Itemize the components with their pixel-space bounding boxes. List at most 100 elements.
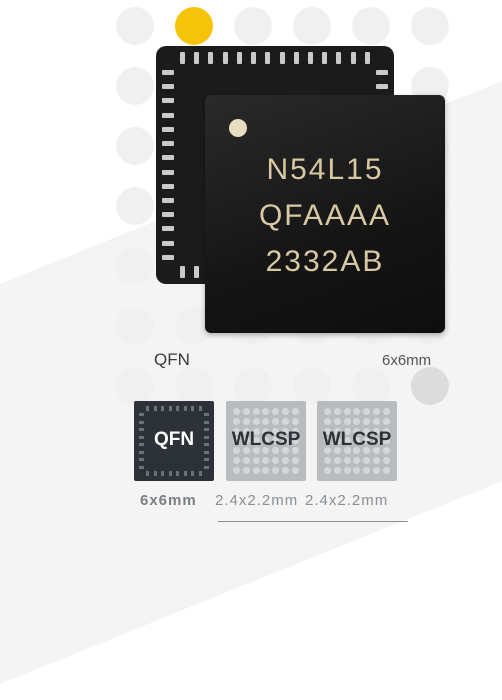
solder-ball [343,418,351,426]
chip-pin [162,254,174,260]
solder-ball [262,427,270,435]
chip-pin [162,126,174,132]
solder-ball [343,408,351,416]
chip-pin [180,266,185,278]
solder-ball [363,418,371,426]
chip-pin [162,226,174,232]
chip-pin [162,155,174,161]
package-tile-qfn[interactable]: QFN [134,401,214,481]
background-dot [116,127,154,165]
solder-ball [262,447,270,455]
solder-ball [363,408,371,416]
chip-pin [222,52,228,64]
chip-pin [208,52,214,64]
background-dot [116,307,154,345]
chip-marking-line2: QFAAAA [258,199,392,232]
solder-ball [233,418,241,426]
tile-ball-grid [323,407,391,475]
solder-ball [382,408,390,416]
solder-ball [334,427,342,435]
solder-ball [233,437,241,445]
chip-pin [162,98,174,104]
solder-ball [262,466,270,474]
chip-pin [236,52,242,64]
solder-ball [252,427,260,435]
solder-ball [233,447,241,455]
solder-ball [291,437,299,445]
solder-ball [243,418,251,426]
solder-ball [372,437,380,445]
solder-ball [382,466,390,474]
solder-ball [334,418,342,426]
solder-ball [252,418,260,426]
solder-ball [382,427,390,435]
solder-ball [272,408,280,416]
solder-ball [291,456,299,464]
solder-ball [372,418,380,426]
solder-ball [243,408,251,416]
solder-ball [324,408,332,416]
background-dot [175,367,213,405]
background-dot [293,367,331,405]
package-tile-wlcsp-2[interactable]: WLCSP [317,401,397,481]
solder-ball [363,456,371,464]
solder-ball [243,456,251,464]
solder-ball [334,466,342,474]
package-tile-wlcsp-1[interactable]: WLCSP [226,401,306,481]
solder-ball [272,418,280,426]
solder-ball [291,408,299,416]
solder-ball [281,456,289,464]
solder-ball [353,456,361,464]
solder-ball [252,408,260,416]
solder-ball [262,456,270,464]
chip-pin [162,84,174,90]
tile-pins-left [139,413,144,469]
solder-ball [353,447,361,455]
solder-ball [272,466,280,474]
chip-pin [376,84,388,90]
solder-ball [334,447,342,455]
background-dot [234,7,272,45]
chip-pin [265,52,271,64]
chip-pin [162,112,174,118]
background-dot [411,367,449,405]
chip-pin [251,52,257,64]
solder-ball [281,447,289,455]
solder-ball [343,427,351,435]
solder-ball [233,427,241,435]
background-dot [116,7,154,45]
solder-ball [324,447,332,455]
solder-ball [324,418,332,426]
package-size-label-qfn[interactable]: 6x6mm [140,492,197,509]
solder-ball [243,437,251,445]
solder-ball [324,466,332,474]
solder-ball [324,456,332,464]
solder-ball [382,456,390,464]
chip-marking-line1: N54L15 [266,153,384,186]
background-dot [411,7,449,45]
package-tile-label: QFN [153,429,195,450]
solder-ball [252,456,260,464]
chip-pin [162,70,174,75]
package-size-label-wlcsp-1[interactable]: 2.4x2.2mm [215,492,299,509]
solder-ball [262,437,270,445]
background-dot [116,247,154,285]
solder-ball [372,447,380,455]
solder-ball [252,466,260,474]
solder-ball [272,456,280,464]
chip-pin [279,52,285,64]
solder-ball [372,427,380,435]
chip-pin [322,52,328,64]
solder-ball [343,447,351,455]
package-size-label-wlcsp-2[interactable]: 2.4x2.2mm [305,492,389,509]
solder-ball [281,418,289,426]
solder-ball [363,466,371,474]
solder-ball [324,427,332,435]
solder-ball [382,437,390,445]
solder-ball [281,408,289,416]
solder-ball [372,456,380,464]
solder-ball [233,456,241,464]
solder-ball [382,418,390,426]
solder-ball [243,447,251,455]
chip-pin [376,70,388,75]
